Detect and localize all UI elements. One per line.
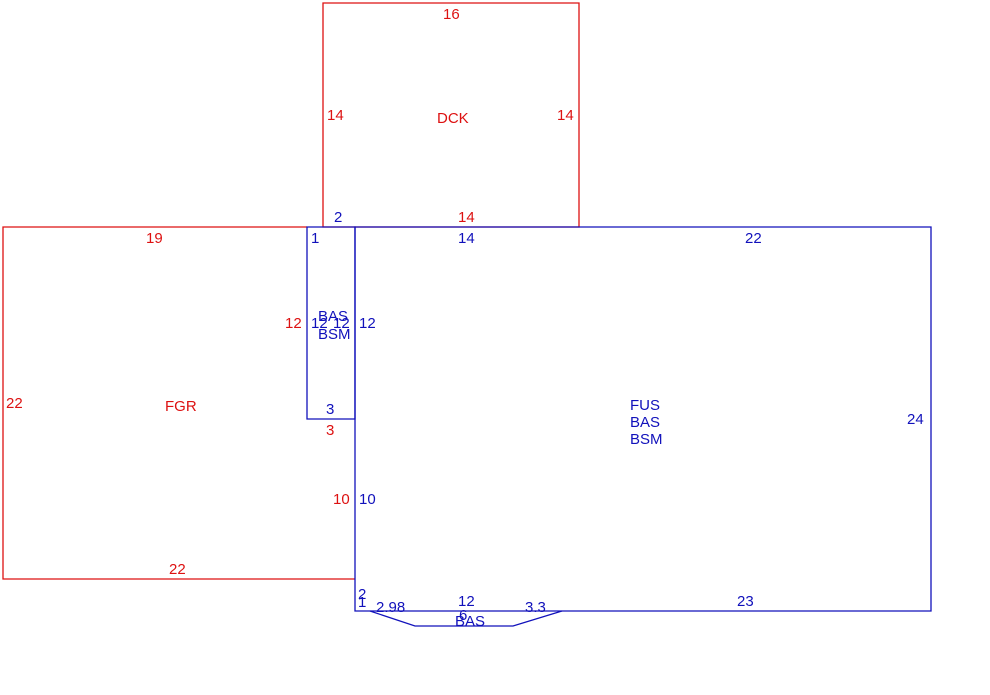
dim-main-right: 24 [907,411,924,428]
bay-area-label: BAS [455,613,485,630]
bay-window-outline [369,610,563,627]
dim-main-corner-b: 1 [358,594,366,611]
dim-fgr-bottom: 22 [169,561,186,578]
dim-bay-top: 12 [458,593,475,610]
dim-dck-bottom: 14 [458,209,475,226]
dim-main-top-left: 14 [458,230,475,247]
main-area-label-3: BSM [630,431,663,448]
dim-strip-inner: 12 [333,315,350,332]
dim-strip-bottom: 3 [326,401,334,418]
dim-main-top-right: 22 [745,230,762,247]
dim-main-bottom: 23 [737,593,754,610]
dim-fgr-notch: 3 [326,422,334,439]
main-area-label-2: BAS [630,414,660,431]
dim-bay-bottom: 6 [459,607,467,624]
dim-bay-left: 2.98 [376,599,405,616]
strip-area-label-2: BSM [318,326,351,343]
main-area-label-1: FUS [630,397,660,414]
dim-fgr-right-upper: 12 [285,315,302,332]
dim-fgr-right-lower: 10 [333,491,350,508]
strip-area-label-1: BAS [318,308,348,325]
dim-strip-left: 12 [311,315,328,332]
dim-dck-right: 14 [557,107,574,124]
dim-dck-bottom-left: 2 [334,209,342,226]
dim-dck-left: 14 [327,107,344,124]
dck-area-label: DCK [437,110,469,127]
dim-main-corner-a: 2 [358,586,366,603]
fgr-area-label: FGR [165,398,197,415]
dim-bay-right: 3.3 [525,599,546,616]
dim-fgr-left: 22 [6,395,23,412]
dim-strip-top: 1 [311,230,319,247]
dim-main-left-lower: 10 [359,491,376,508]
main-house-outline [354,226,932,612]
dim-strip-right: 12 [359,315,376,332]
fgr-outline [2,226,355,580]
dim-dck-top: 16 [443,6,460,23]
dim-fgr-top: 19 [146,230,163,247]
